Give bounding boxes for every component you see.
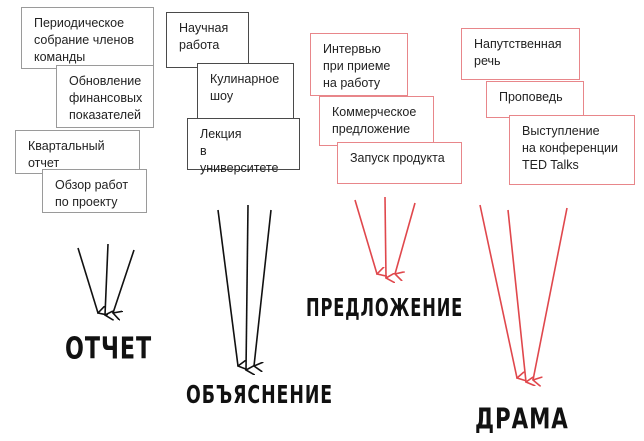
arrow-explain-1 — [217, 209, 238, 366]
arrow-drama-2 — [507, 209, 526, 382]
card-sales-pitch: Коммерческое предложение — [319, 96, 434, 146]
arrow-offer-3 — [395, 202, 416, 274]
card-financial-update: Обновление финансовых показателей — [56, 65, 154, 128]
label-offer: ПРЕДЛОЖЕНИЕ — [306, 293, 464, 322]
card-sermon: Проповедь — [486, 81, 584, 118]
arrow-report-2 — [105, 243, 108, 315]
card-job-interview: Интервью при приеме на работу — [310, 33, 408, 96]
card-project-review: Обзор работ по проекту — [42, 169, 147, 213]
arrow-offer-2 — [384, 196, 386, 278]
card-product-launch: Запуск продукта — [337, 142, 462, 184]
card-commencement-speech: Напутственная речь — [461, 28, 580, 80]
card-team-meeting: Периодическое собрание членов команды — [21, 7, 154, 69]
card-research-paper: Научная работа — [166, 12, 249, 68]
arrow-explain-3 — [254, 209, 272, 366]
arrow-explain-2 — [246, 204, 248, 370]
label-explanation: ОБЪЯСНЕНИЕ — [186, 380, 334, 409]
card-cooking-show: Кулинарное шоу — [197, 63, 294, 123]
label-drama: ДРАМА — [475, 402, 569, 436]
arrow-drama-1 — [479, 204, 517, 378]
card-quarterly-report: Квартальный отчет — [15, 130, 140, 174]
card-university-lecture: Лекция в университете — [187, 118, 300, 175]
label-report: ОТЧЕТ — [65, 332, 153, 367]
arrow-offer-1 — [354, 199, 377, 274]
card-ted-talk: Выступление на конференции TED Talks — [509, 115, 635, 185]
arrow-report-3 — [113, 249, 135, 313]
arrow-drama-3 — [533, 207, 568, 380]
arrow-report-1 — [77, 247, 98, 313]
